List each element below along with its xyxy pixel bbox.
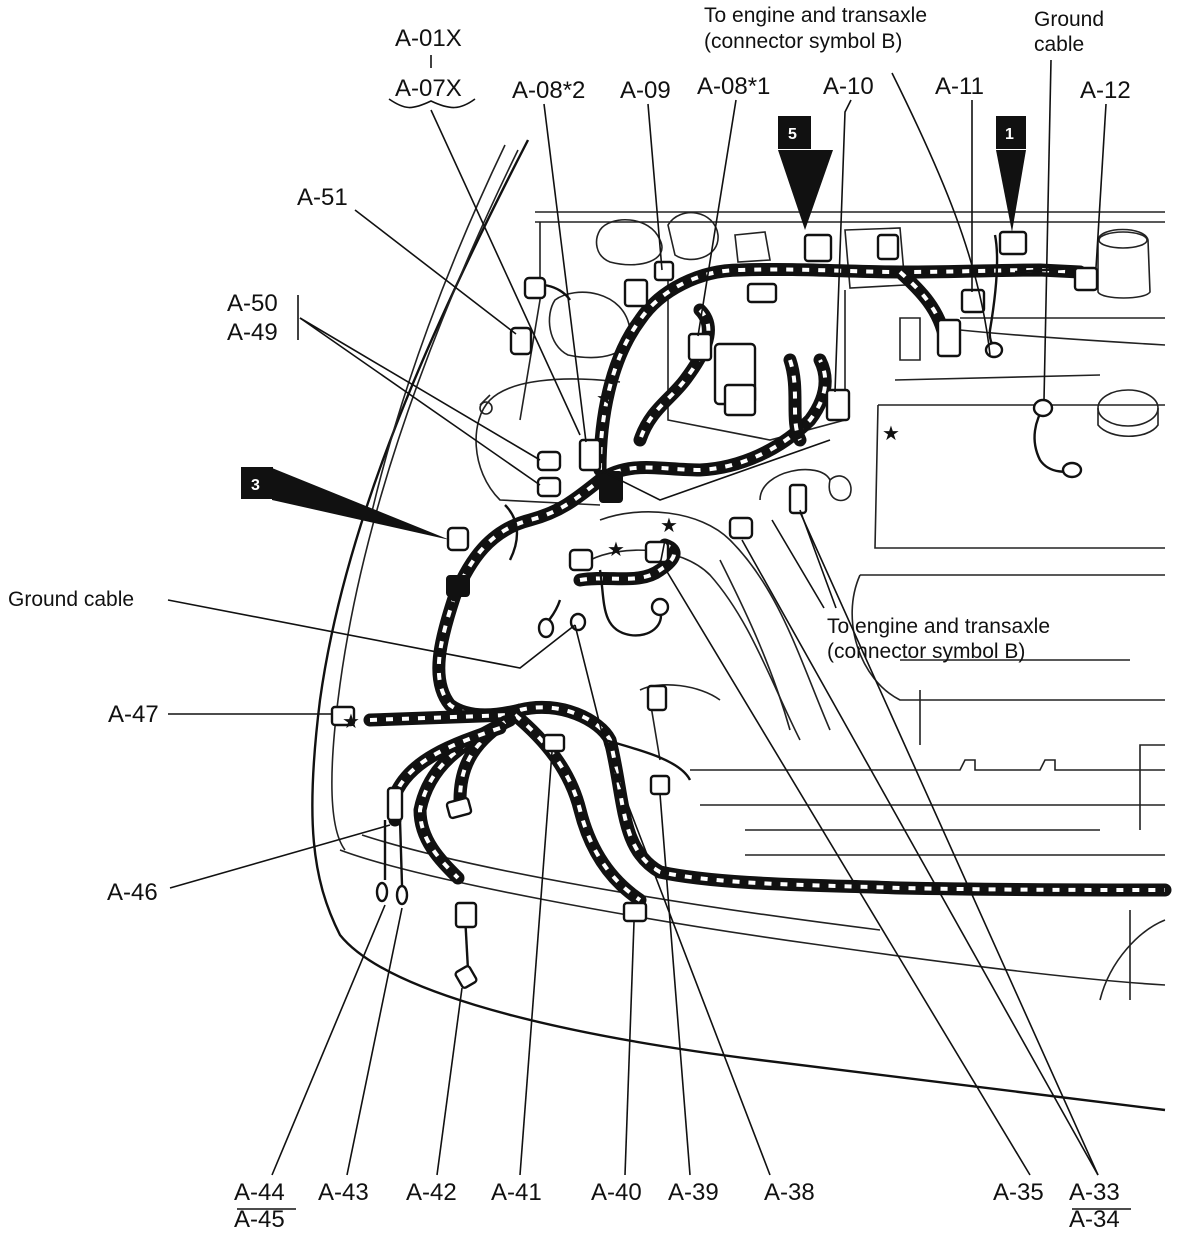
note-to-engine-mid-line2: (connector symbol B) [827, 640, 1025, 663]
label-a47: A-47 [108, 701, 159, 728]
ground-star: ★ [607, 537, 625, 561]
note-to-engine-top-line1: To engine and transaxle [704, 4, 927, 27]
label-a40: A-40 [591, 1179, 642, 1206]
note-ground-cable-top-line1: Ground [1034, 8, 1104, 31]
label-a44: A-44 [234, 1179, 285, 1206]
label-a33: A-33 [1069, 1179, 1120, 1206]
badge-3: 3 [241, 467, 450, 540]
label-a41: A-41 [491, 1179, 542, 1206]
label-a45: A-45 [234, 1206, 285, 1233]
note-to-engine-mid-line1: To engine and transaxle [827, 615, 1050, 638]
labels: A-01X A-07X A-08*2 A-09 A-08*1 A-10 A-11… [8, 4, 1131, 1233]
label-a46: A-46 [107, 879, 158, 906]
main-harness [363, 234, 1172, 971]
label-a12: A-12 [1080, 77, 1131, 104]
leader-lines [167, 55, 1131, 1210]
label-a07x: A-07X [395, 75, 462, 102]
svg-text:3: 3 [251, 477, 260, 494]
ground-star: ★ [342, 709, 360, 733]
label-a35: A-35 [993, 1179, 1044, 1206]
label-a08-2: A-08*2 [512, 77, 585, 104]
note-to-engine-top-line2: (connector symbol B) [704, 30, 902, 53]
label-a50: A-50 [227, 290, 278, 317]
note-ground-cable-top-line2: cable [1034, 33, 1084, 56]
ground-point-stars: ★ ★ ★ ★ ★ [342, 386, 900, 733]
label-a51: A-51 [297, 184, 348, 211]
badge-5: 5 [778, 116, 833, 230]
note-ground-cable-left: Ground cable [8, 588, 134, 611]
label-a08-1: A-08*1 [697, 73, 770, 100]
label-a43: A-43 [318, 1179, 369, 1206]
label-a11: A-11 [935, 73, 984, 100]
label-a34: A-34 [1069, 1206, 1120, 1233]
label-a38: A-38 [764, 1179, 815, 1206]
label-a42: A-42 [406, 1179, 457, 1206]
ground-star: ★ [596, 386, 614, 410]
svg-text:1: 1 [1005, 126, 1014, 143]
svg-text:5: 5 [788, 126, 797, 143]
label-a10: A-10 [823, 73, 874, 100]
label-a01x: A-01X [395, 25, 462, 52]
ground-star: ★ [660, 513, 678, 537]
label-a39: A-39 [668, 1179, 719, 1206]
label-a09: A-09 [620, 77, 671, 104]
ground-star: ★ [882, 421, 900, 445]
connectors [330, 230, 1099, 989]
badge-1: 1 [996, 116, 1026, 232]
label-a49: A-49 [227, 319, 278, 346]
